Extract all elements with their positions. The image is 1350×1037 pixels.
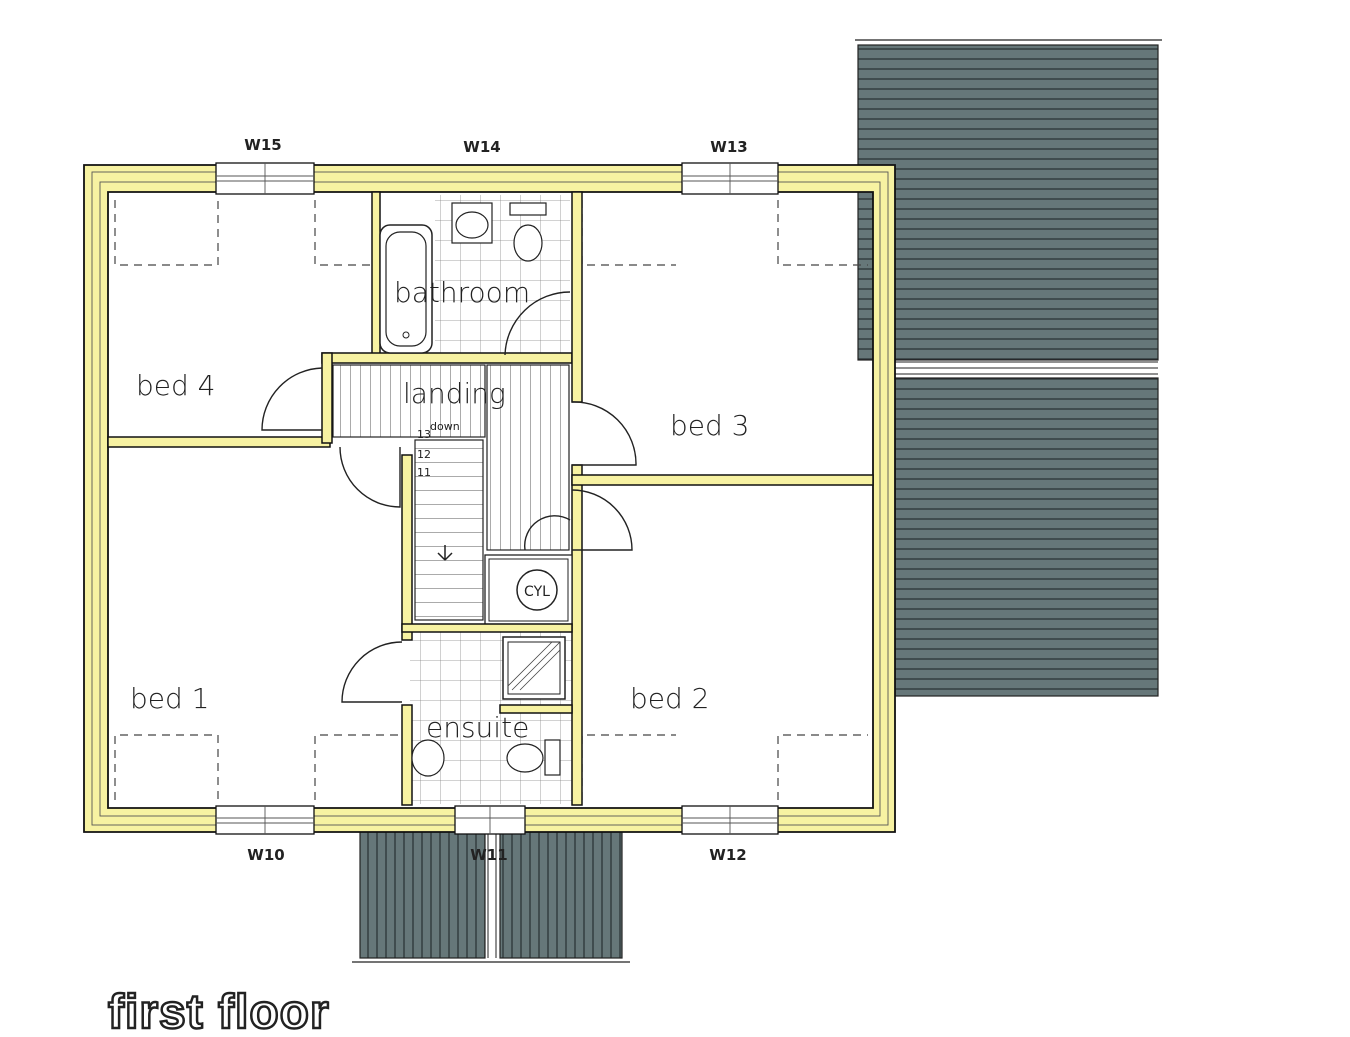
room-label-bed-3: bed 3 — [670, 409, 750, 442]
internal-walls — [107, 191, 874, 806]
page-title: first floor — [108, 986, 330, 1037]
window-label-w14: W14 — [463, 138, 500, 156]
shower-icon — [502, 636, 566, 700]
window-label-w11: W11 — [470, 846, 507, 864]
room-label-landing: landing — [403, 377, 506, 410]
room-label-bed-4: bed 4 — [136, 369, 216, 402]
ensuite-basin-icon — [411, 739, 445, 777]
basin-icon — [451, 202, 493, 244]
cylinder-label: CYL — [524, 584, 550, 600]
stair-step-13: 13 — [417, 428, 431, 441]
porch-roof — [352, 827, 630, 963]
stair-direction: down — [430, 420, 460, 433]
bath-icon — [379, 224, 433, 354]
windows — [215, 162, 779, 835]
room-label-bed-2: bed 2 — [630, 682, 710, 715]
room-label-ensuite: ensuite — [426, 711, 529, 744]
stair-step-12: 12 — [417, 448, 431, 461]
window-label-w13: W13 — [710, 138, 747, 156]
staircase — [332, 364, 570, 621]
doors — [261, 291, 637, 703]
toilet-icon — [509, 202, 547, 262]
window-label-w10: W10 — [247, 846, 284, 864]
garage-roof — [855, 39, 1162, 697]
window-label-w15: W15 — [244, 136, 281, 154]
room-label-bed-1: bed 1 — [130, 682, 210, 715]
ensuite-toilet-icon — [506, 739, 561, 776]
room-label-bathroom: bathroom — [394, 276, 530, 309]
window-label-w12: W12 — [709, 846, 746, 864]
cylinder-icon — [516, 569, 558, 611]
stair-step-11: 11 — [417, 466, 431, 479]
